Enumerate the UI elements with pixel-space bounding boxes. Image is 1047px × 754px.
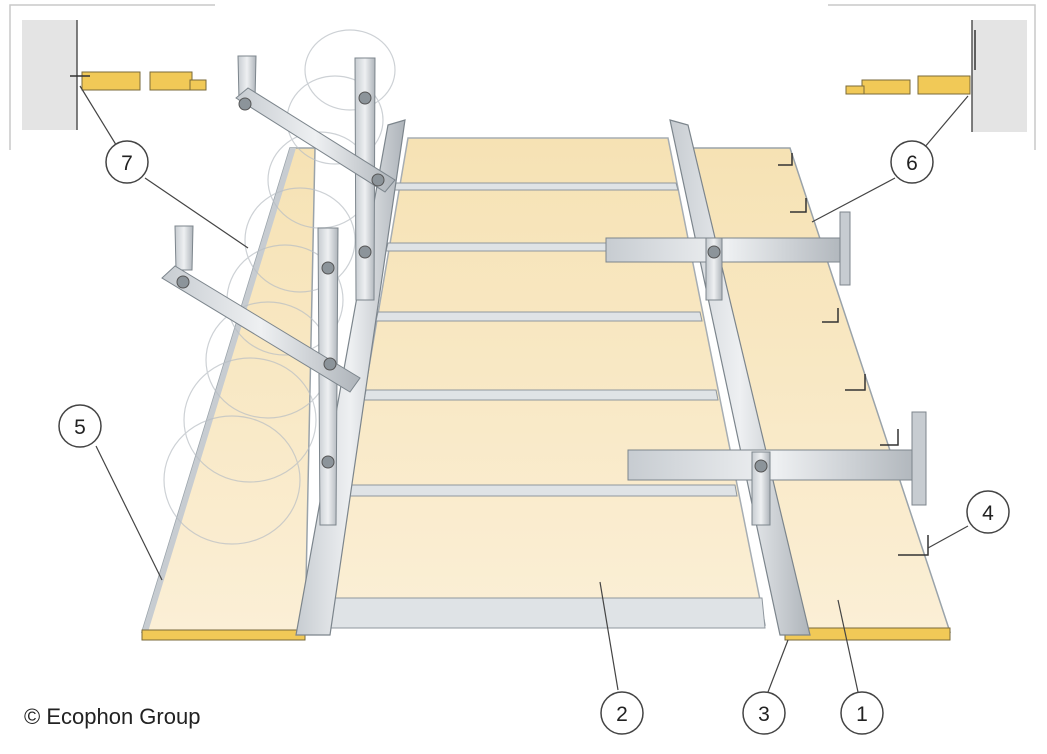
svg-text:1: 1 [856,703,868,726]
svg-text:7: 7 [121,152,133,175]
svg-text:5: 5 [74,416,86,439]
svg-text:4: 4 [982,502,994,525]
svg-text:3: 3 [758,703,770,726]
brackets-right [605,211,927,526]
wall-clips [778,153,929,556]
hangers-left [161,55,396,526]
svg-text:6: 6 [906,152,918,175]
left-panel [140,147,316,641]
callout-1: 1 [840,691,884,735]
wall-detail-left [9,4,215,150]
callout-3: 3 [742,691,786,735]
callout-2: 2 [600,691,644,735]
callout-7: 7 [105,140,149,184]
callout-5: 5 [58,404,102,448]
right-panel [691,147,952,641]
callout-4: 4 [966,490,1010,534]
callout-6: 6 [890,140,934,184]
wall-left [22,20,77,130]
svg-text:2: 2 [616,703,628,726]
wall-right [972,20,1027,132]
leader-lines [79,85,969,693]
wall-detail-right [828,4,1036,150]
copyright-notice: © Ecophon Group [24,704,201,729]
callouts: 7 6 5 4 2 3 1 [58,140,1010,735]
